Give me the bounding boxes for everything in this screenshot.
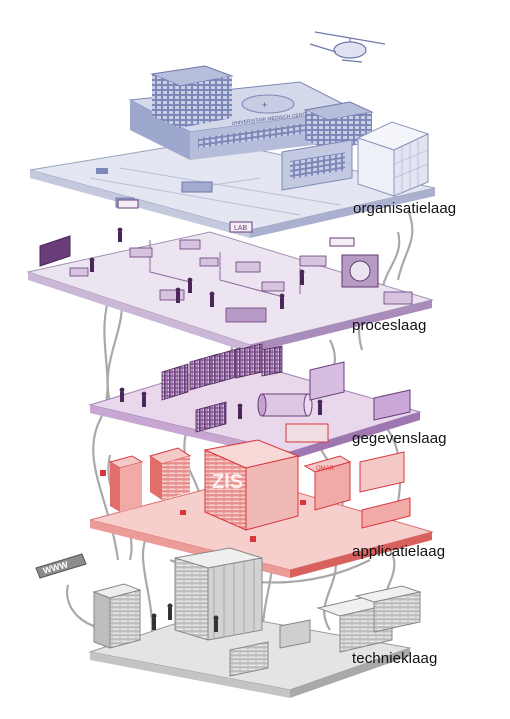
lab-sign: LAB	[234, 225, 248, 232]
layer-label-gegevens: gegevenslaag	[352, 430, 447, 447]
helicopter-icon	[309, 31, 386, 63]
zis-label: ZIS	[212, 471, 243, 493]
data-layer	[88, 343, 422, 460]
layer-label-techniek: technieklaag	[352, 650, 438, 667]
layer-label-organisatie: organisatielaag	[353, 200, 457, 217]
layer-label-applicatie: applicatielaag	[352, 543, 446, 560]
omar-label: OMAR	[316, 466, 335, 472]
organisation-layer: UNIVERSITAIR MEDISCH CENTRUM +	[29, 31, 436, 247]
www-sign: WWW	[35, 553, 87, 579]
technical-layer: WWW	[35, 547, 422, 698]
people-figures	[89, 227, 305, 309]
helipad-marking: +	[262, 100, 267, 110]
layer-label-proces: proceslaag	[352, 317, 427, 334]
process-layer: LAB	[26, 199, 434, 353]
application-layer: ZIS OMAR	[89, 439, 434, 578]
